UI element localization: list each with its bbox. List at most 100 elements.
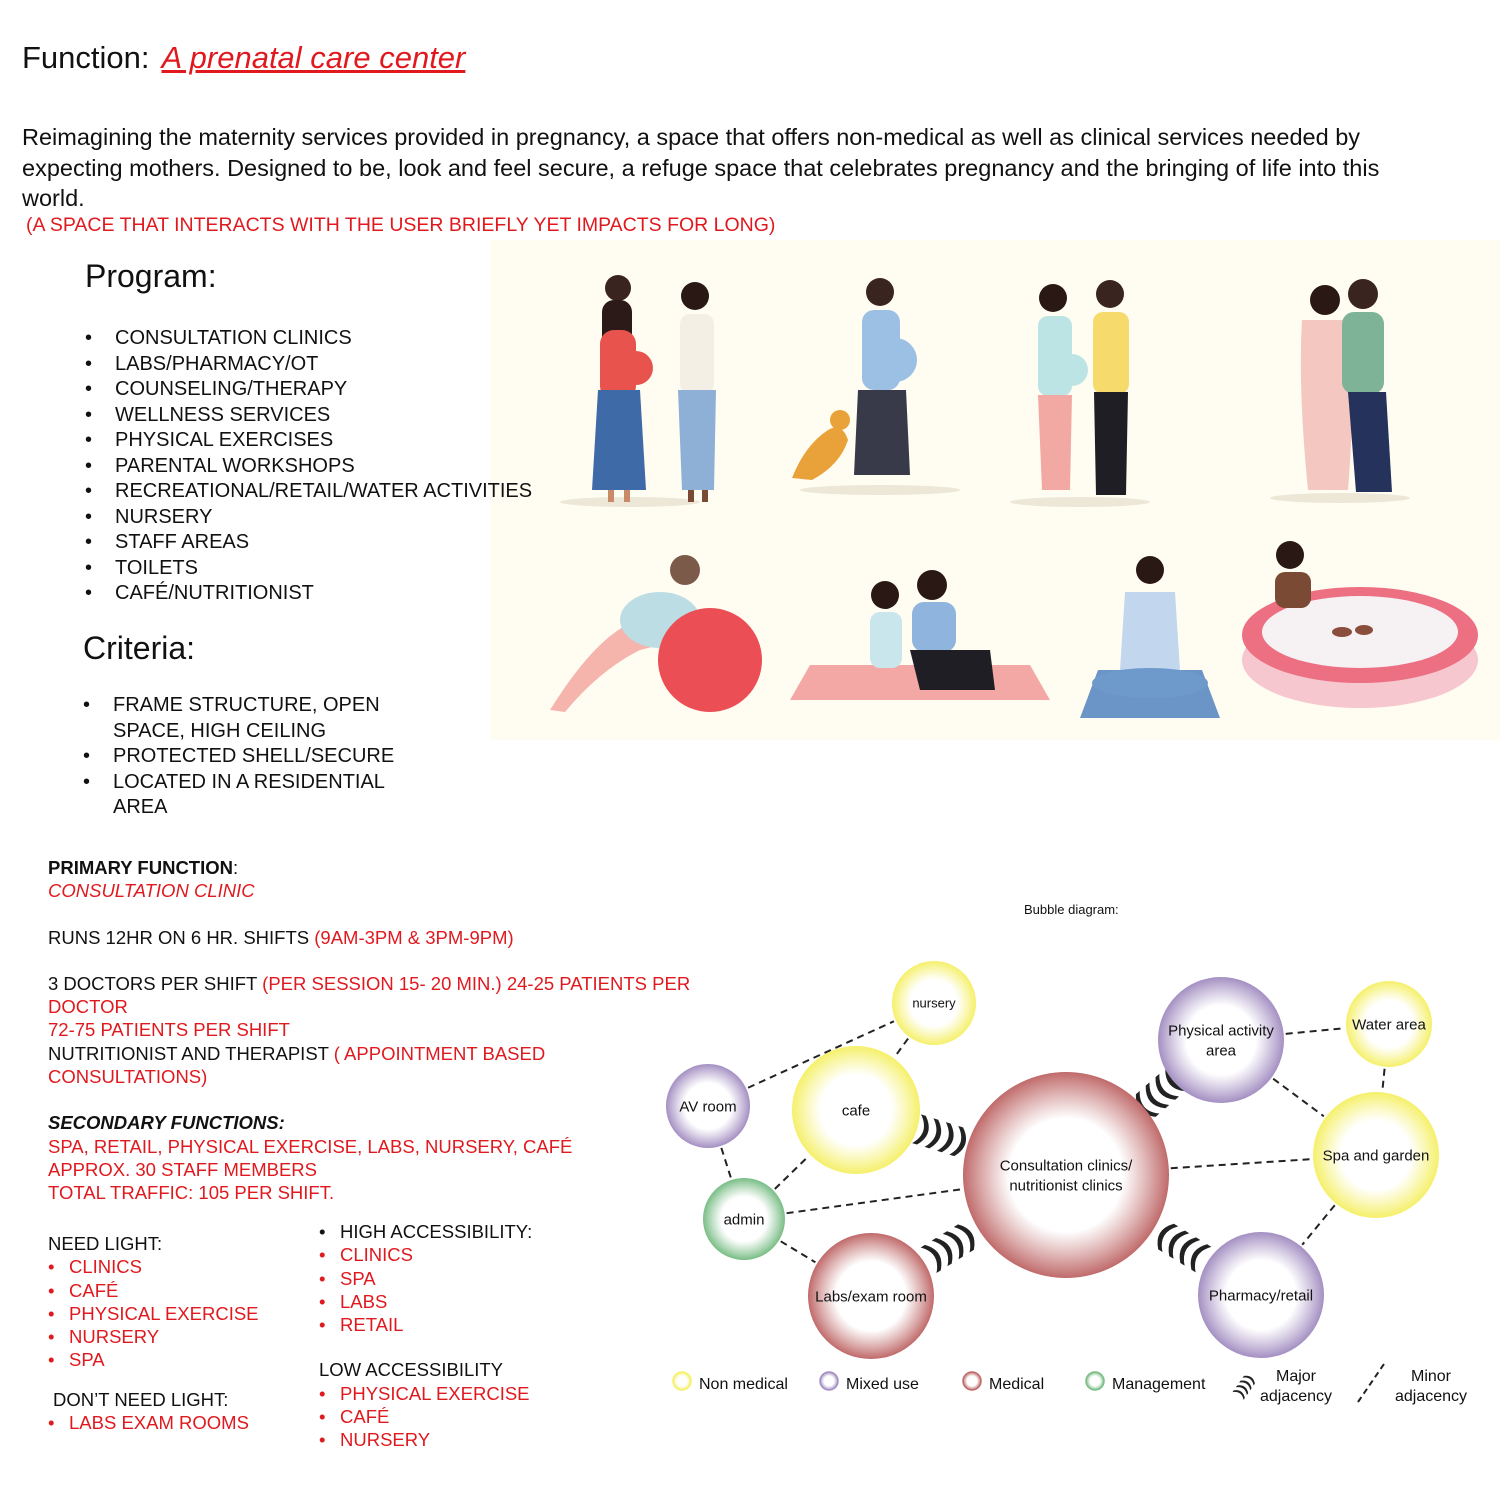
intro-paragraph: Reimagining the maternity services provi… xyxy=(22,124,1380,211)
bubble-label: Physical activity xyxy=(1168,1022,1274,1039)
need-light-item: NURSERY xyxy=(48,1325,259,1349)
bubble-label: Spa and garden xyxy=(1323,1147,1430,1164)
criteria-item: FRAME STRUCTURE, OPEN SPACE, HIGH CEILIN… xyxy=(83,693,423,744)
legend-swatch xyxy=(962,1371,982,1391)
bubble-circle xyxy=(792,1046,920,1174)
need-light-item: SPA xyxy=(48,1348,259,1372)
need-light-heading: NEED LIGHT: xyxy=(48,1233,163,1254)
bubble-label: Consultation clinics/ xyxy=(1000,1157,1133,1174)
low-accessibility-heading: LOW ACCESSIBILITY xyxy=(319,1359,504,1381)
dont-need-light-item: LABS EXAM ROOMS xyxy=(48,1411,259,1435)
bubble-labs: Labs/exam room xyxy=(808,1233,934,1359)
program-heading: Program: xyxy=(85,258,217,294)
legend-item: Major adjacency xyxy=(1232,1368,1332,1405)
partner-massage-illustration xyxy=(790,570,1050,700)
minor-adjacency-link xyxy=(1170,1158,1312,1170)
embracing-couple-illustration xyxy=(1270,279,1410,503)
criteria-list: FRAME STRUCTURE, OPEN SPACE, HIGH CEILIN… xyxy=(83,693,423,821)
low-accessibility-list: PHYSICAL EXERCISECAFÉNURSERY xyxy=(319,1382,532,1452)
bubble-circle xyxy=(703,1178,785,1260)
bubble-cafe: cafe xyxy=(792,1046,920,1174)
program-item: CONSULTATION CLINICS xyxy=(85,326,532,352)
program-item: RECREATIONAL/RETAIL/WATER ACTIVITIES xyxy=(85,479,532,505)
bubble-admin: admin xyxy=(703,1178,785,1260)
legend-swatch xyxy=(1085,1371,1105,1391)
legend-label: adjacency xyxy=(1260,1388,1332,1405)
bubble-label: admin xyxy=(724,1211,765,1228)
legend-swatch xyxy=(819,1371,839,1391)
legend-swatch xyxy=(672,1371,692,1391)
bubble-water: Water area xyxy=(1346,981,1432,1067)
secondary-function-line: SPA, RETAIL, PHYSICAL EXERCISE, LABS, NU… xyxy=(48,1135,573,1157)
bubble-circle xyxy=(892,961,976,1045)
pregnancy-illustrations xyxy=(550,275,1478,718)
need-light-item: CAFÉ xyxy=(48,1279,259,1303)
minor-adjacency-link xyxy=(1381,1068,1386,1091)
high-accessibility-item: RETAIL xyxy=(319,1313,532,1337)
need-light-item: PHYSICAL EXERCISE xyxy=(48,1302,259,1326)
legend-label: Minor xyxy=(1411,1368,1452,1385)
minor-adjacency-link xyxy=(1285,1027,1345,1035)
function-label: Function: xyxy=(22,40,150,75)
woman-with-dog-illustration xyxy=(792,278,960,495)
low-accessibility-item: CAFÉ xyxy=(319,1405,532,1429)
minor-adjacency-link xyxy=(774,1155,810,1190)
functions-block: PRIMARY FUNCTION: CONSULTATION CLINIC RU… xyxy=(48,856,698,1205)
program-item: LABS/PHARMACY/OT xyxy=(85,352,532,378)
high-accessibility-list: CLINICSSPALABSRETAIL xyxy=(319,1243,532,1336)
program-item: CAFÉ/NUTRITIONIST xyxy=(85,581,532,607)
illustration-panel xyxy=(490,240,1500,740)
bubble-av: AV room xyxy=(666,1064,750,1148)
legend-minor-swatch xyxy=(1357,1363,1385,1403)
minor-adjacency-link xyxy=(786,1188,963,1215)
legend-label: Major xyxy=(1276,1368,1317,1385)
bubble-circle xyxy=(1198,1232,1324,1358)
low-accessibility-item: PHYSICAL EXERCISE xyxy=(319,1382,532,1406)
meditation-illustration xyxy=(1080,556,1220,718)
secondary-function-heading: SECONDARY FUNCTIONS: xyxy=(48,1112,285,1134)
bubble-diagram-caption: Bubble diagram: xyxy=(1024,902,1119,917)
legend-label: Medical xyxy=(989,1376,1044,1393)
bubble-spa: Spa and garden xyxy=(1313,1092,1439,1218)
secondary-function-line: TOTAL TRAFFIC: 105 PER SHIFT. xyxy=(48,1182,335,1204)
minor-adjacency-link xyxy=(1272,1077,1325,1118)
bubble-pharm: Pharmacy/retail xyxy=(1198,1232,1324,1358)
bubble-label: nutritionist clinics xyxy=(1009,1177,1122,1194)
program-item: PHYSICAL EXERCISES xyxy=(85,428,532,454)
dont-need-light-list: LABS EXAM ROOMS xyxy=(48,1411,259,1435)
bubble-circle xyxy=(1346,981,1432,1067)
bubble-label: Water area xyxy=(1352,1016,1426,1033)
criteria-item: LOCATED IN A RESIDENTIAL AREA xyxy=(83,770,423,821)
high-accessibility-heading: •HIGH ACCESSIBILITY: xyxy=(319,1221,533,1242)
program-item: PARENTAL WORKSHOPS xyxy=(85,454,532,480)
criteria-item: PROTECTED SHELL/SECURE xyxy=(83,744,423,770)
legend-label: Management xyxy=(1112,1376,1206,1393)
minor-adjacency-link xyxy=(894,1037,909,1058)
major-adjacency-link xyxy=(920,1224,975,1274)
exercise-ball-illustration xyxy=(550,555,762,712)
birthing-pool-illustration xyxy=(1242,541,1478,708)
bubble-circle xyxy=(1158,977,1284,1103)
legend-label: Non medical xyxy=(699,1376,788,1393)
doctor-info: 3 DOCTORS PER SHIFT (PER SESSION 15- 20 … xyxy=(48,972,691,1018)
women-talking-illustration xyxy=(560,275,716,507)
minor-adjacency-link xyxy=(780,1240,816,1264)
legend-item: Management xyxy=(1085,1371,1206,1393)
high-accessibility-item: CLINICS xyxy=(319,1243,532,1267)
program-item: WELLNESS SERVICES xyxy=(85,403,532,429)
minor-adjacency-link xyxy=(1301,1204,1336,1246)
program-list: CONSULTATION CLINICSLABS/PHARMACY/OTCOUN… xyxy=(85,326,532,607)
bubble-label: area xyxy=(1206,1042,1237,1059)
legend-item: Mixed use xyxy=(819,1371,919,1393)
criteria-heading: Criteria: xyxy=(83,630,196,666)
need-light-list: CLINICSCAFÉPHYSICAL EXERCISENURSERYSPA xyxy=(48,1255,259,1372)
legend-label: Mixed use xyxy=(846,1376,919,1393)
high-accessibility-item: LABS xyxy=(319,1290,532,1314)
nutritionist-info: NUTRITIONIST AND THERAPIST ( APPOINTMENT… xyxy=(48,1042,546,1088)
primary-function-heading: PRIMARY FUNCTION: xyxy=(48,857,239,878)
bubble-label: nursery xyxy=(912,996,956,1011)
accessibility-block: •HIGH ACCESSIBILITY: CLINICSSPALABSRETAI… xyxy=(319,1220,532,1452)
dont-need-light-heading: DON’T NEED LIGHT: xyxy=(53,1388,229,1410)
bubble-circle xyxy=(1313,1092,1439,1218)
